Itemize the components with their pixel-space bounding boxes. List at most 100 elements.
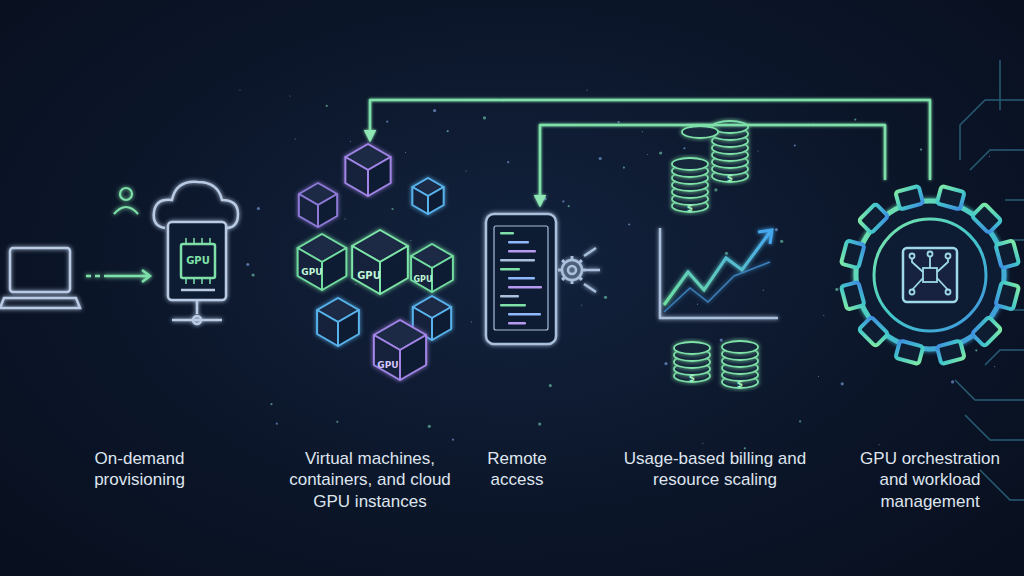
chip-pin xyxy=(193,238,195,243)
cube xyxy=(412,178,443,214)
flow-arrow xyxy=(600,274,625,277)
gear-tooth xyxy=(562,260,565,263)
flow-arrow xyxy=(810,184,840,187)
sparkle-dot xyxy=(538,423,541,426)
gear-tooth xyxy=(841,282,865,310)
user-head xyxy=(120,188,132,200)
cube-left xyxy=(298,248,322,290)
signal-line xyxy=(586,269,600,272)
chip-pin xyxy=(193,279,195,284)
sparkle-dot xyxy=(994,366,995,367)
gear-tooth xyxy=(859,317,889,347)
cube xyxy=(374,320,426,380)
sparkle-dot xyxy=(623,167,625,169)
gear-teeth xyxy=(841,186,1019,364)
sparkle-dot xyxy=(720,339,723,342)
sparkle-dot xyxy=(562,200,564,202)
sparkle-dot xyxy=(642,131,643,132)
code-line xyxy=(500,268,520,271)
sparkle-dot xyxy=(841,382,844,385)
sparkle-dot xyxy=(239,89,240,90)
arrow-line xyxy=(104,275,148,278)
sparkle-dot xyxy=(507,161,509,163)
cube-left xyxy=(412,187,428,214)
sparkle-dot xyxy=(336,421,338,423)
code-line xyxy=(508,241,529,244)
sparkle-dot xyxy=(757,151,758,152)
flow-arrow xyxy=(370,100,930,180)
trace xyxy=(985,350,1024,365)
coin-symbol: $ xyxy=(737,380,743,389)
chip-pin xyxy=(209,238,211,243)
stage-group: Usage-based billing and resource scaling xyxy=(625,120,810,520)
sparkle-dot xyxy=(405,152,406,153)
small-gear-teeth xyxy=(558,256,586,284)
chip-label: GPU xyxy=(377,361,398,370)
cube xyxy=(317,298,359,346)
network-dot xyxy=(946,254,951,259)
chip-label: GPU xyxy=(301,268,322,277)
code-lines xyxy=(500,232,542,325)
sparkle-dot xyxy=(725,252,728,255)
gpu-chip xyxy=(181,244,215,278)
sparkle-dot xyxy=(604,296,607,299)
network-link xyxy=(929,256,931,268)
code-line xyxy=(500,259,535,262)
sparkle-dot xyxy=(780,240,783,243)
sparkle-dot xyxy=(581,305,582,306)
network-dot xyxy=(928,252,933,257)
coin-stacks xyxy=(672,121,758,388)
sparkle-dot xyxy=(257,207,260,210)
tablet-screen xyxy=(494,226,548,330)
cube xyxy=(411,244,453,292)
gear-tooth xyxy=(579,260,582,263)
sparkle-dot xyxy=(835,288,838,291)
cube-right xyxy=(318,194,337,227)
sparkle-dot xyxy=(664,362,667,365)
sparkle-dot xyxy=(410,240,411,241)
sparkle-dot xyxy=(647,154,648,155)
sparkle-dot xyxy=(246,263,249,266)
trace xyxy=(965,415,1024,440)
gear-tooth xyxy=(937,186,965,210)
trace xyxy=(970,150,1024,170)
sparkle-dot xyxy=(568,205,570,207)
sparkle-dot xyxy=(683,147,685,149)
sparkle-dot xyxy=(920,149,922,151)
cube-right xyxy=(368,157,391,196)
server-port xyxy=(193,316,201,324)
cube-left xyxy=(345,157,368,196)
tablet-frame xyxy=(486,214,556,344)
chip-label: GPU xyxy=(357,271,381,281)
network-link xyxy=(912,258,923,272)
gear-tooth xyxy=(582,269,586,272)
code-line xyxy=(508,277,535,280)
network-dot xyxy=(910,290,915,295)
cube-left xyxy=(317,310,338,346)
flow-arrow xyxy=(810,274,840,277)
network-link xyxy=(937,258,948,272)
laptop-base xyxy=(0,298,80,308)
tablet-icon xyxy=(486,214,556,344)
coin xyxy=(682,126,718,138)
cube-right xyxy=(432,307,451,340)
sparkle-dot xyxy=(295,138,296,139)
gear-tooth xyxy=(571,256,574,260)
gear-tooth xyxy=(995,240,1019,268)
network-dot xyxy=(946,290,951,295)
sparkle-dot xyxy=(975,349,977,351)
cube-right xyxy=(380,246,408,294)
sparkle-dot xyxy=(618,121,620,123)
cube xyxy=(299,183,337,227)
sparkle-dot xyxy=(818,376,819,377)
code-line xyxy=(508,250,536,253)
sparkle-dot xyxy=(350,141,351,142)
coin-symbol: $ xyxy=(727,174,733,183)
sparkle-dot xyxy=(543,197,546,200)
gear-tooth xyxy=(995,282,1019,310)
user-body xyxy=(114,207,138,214)
gear-tooth xyxy=(972,317,1002,347)
provision-arrow xyxy=(86,270,150,282)
